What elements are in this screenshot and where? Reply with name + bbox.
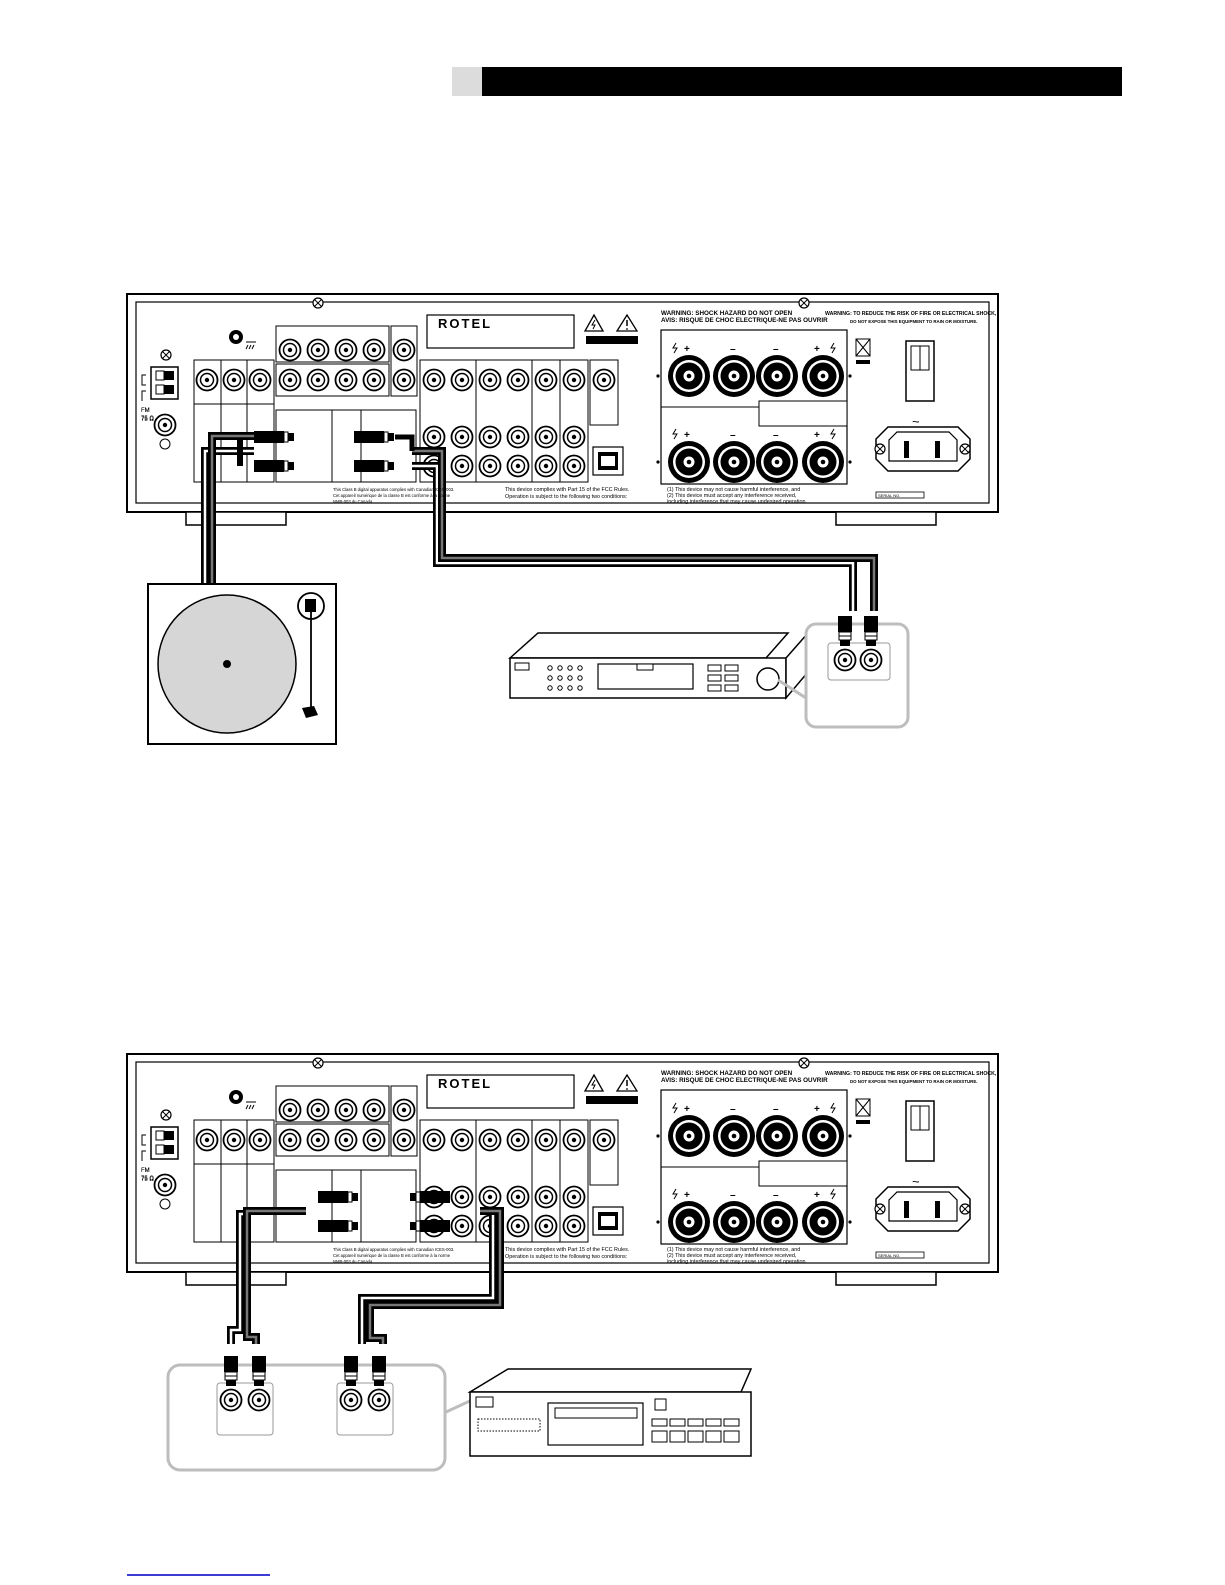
tape-deck-callout <box>166 1355 473 1472</box>
speaker-plus-3: + <box>684 430 690 441</box>
ac-symbol: ~ <box>912 414 920 429</box>
fcc-condition-3: including interference that may cause un… <box>667 1259 807 1265</box>
class-b-line-2: Cet appareil numérique de la classe B es… <box>333 1253 451 1258</box>
fcc-line-1: This device complies with Part 15 of the… <box>505 1247 629 1253</box>
turntable <box>147 583 337 745</box>
brand-logo: ROTEL <box>438 316 492 331</box>
fcc-condition-1: (1) This device may not cause harmful in… <box>667 1247 800 1253</box>
tape-deck <box>467 1368 753 1457</box>
fcc-line-2: Operation is subject to the following tw… <box>505 1254 627 1260</box>
speaker-minus-2: – <box>773 1104 779 1115</box>
speaker-plus-4: + <box>814 1190 820 1201</box>
speaker-plus-1: + <box>684 344 690 355</box>
speaker-minus-3: – <box>730 1190 736 1201</box>
speaker-minus-1: – <box>730 1104 736 1115</box>
fm-ohms-label: 75 Ω <box>141 1177 154 1183</box>
brand-logo: ROTEL <box>438 1076 492 1091</box>
shock-warning-en: WARNING: SHOCK HAZARD DO NOT OPEN <box>661 310 793 317</box>
class-b-line-3: NMB-003 du Canada. <box>333 499 374 504</box>
ac-symbol: ~ <box>912 1174 920 1189</box>
fire-warning-line-2: DO NOT EXPOSE THIS EQUIPMENT TO RAIN OR … <box>850 319 978 324</box>
fm-label: FM <box>141 1168 150 1174</box>
serial-label: SERIAL NO. <box>878 1253 900 1258</box>
fcc-condition-1: (1) This device may not cause harmful in… <box>667 487 800 493</box>
fire-warning-line-1: WARNING: TO REDUCE THE RISK OF FIRE OR E… <box>825 1071 997 1077</box>
fcc-condition-2: (2) This device must accept any interfer… <box>667 493 797 499</box>
speaker-minus-1: – <box>730 344 736 355</box>
fcc-line-2: Operation is subject to the following tw… <box>505 494 627 500</box>
fm-ohms-label: 75 Ω <box>141 417 154 423</box>
speaker-minus-3: – <box>730 430 736 441</box>
speaker-plus-4: + <box>814 430 820 441</box>
fcc-line-1: This device complies with Part 15 of the… <box>505 487 629 493</box>
fire-warning-line-2: DO NOT EXPOSE THIS EQUIPMENT TO RAIN OR … <box>850 1079 978 1084</box>
footer-link-underline[interactable] <box>127 1574 270 1576</box>
fm-label: FM <box>141 408 150 414</box>
cd-output-callout <box>777 615 910 729</box>
class-b-line-3: NMB-003 du Canada. <box>333 1259 374 1264</box>
fire-warning-line-1: WARNING: TO REDUCE THE RISK OF FIRE OR E… <box>825 311 997 317</box>
cd-player <box>508 631 809 701</box>
speaker-plus-1: + <box>684 1104 690 1115</box>
receiver-labels-bottom: ROTEL WARNING: SHOCK HAZARD DO NOT OPEN … <box>141 1070 997 1265</box>
class-b-line-1: This Class B digital apparatus complies … <box>333 487 454 492</box>
speaker-plus-2: + <box>814 344 820 355</box>
cables-bottom <box>227 1207 504 1344</box>
speaker-plus-2: + <box>814 1104 820 1115</box>
shock-warning-fr: AVIS: RISQUE DE CHOC ELECTRIQUE-NE PAS O… <box>661 317 828 324</box>
speaker-minus-4: – <box>773 430 779 441</box>
fcc-condition-3: including interference that may cause un… <box>667 499 807 505</box>
header-bar <box>482 67 1122 96</box>
header-tab <box>452 67 482 96</box>
speaker-minus-2: – <box>773 344 779 355</box>
shock-warning-fr: AVIS: RISQUE DE CHOC ELECTRIQUE-NE PAS O… <box>661 1077 828 1084</box>
speaker-minus-4: – <box>773 1190 779 1201</box>
cables-top <box>201 432 878 611</box>
class-b-line-1: This Class B digital apparatus complies … <box>333 1247 454 1252</box>
serial-label: SERIAL NO. <box>878 493 900 498</box>
class-b-line-2: Cet appareil numérique de la classe B es… <box>333 493 451 498</box>
receiver-labels-top: ROTEL WARNING: SHOCK HAZARD DO NOT OPEN … <box>141 310 997 505</box>
fcc-condition-2: (2) This device must accept any interfer… <box>667 1253 797 1259</box>
speaker-plus-3: + <box>684 1190 690 1201</box>
shock-warning-en: WARNING: SHOCK HAZARD DO NOT OPEN <box>661 1070 793 1077</box>
